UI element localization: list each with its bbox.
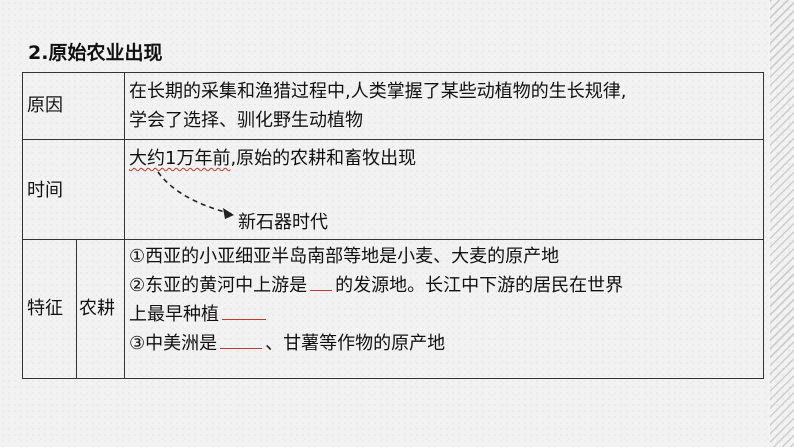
agriculture-table: 原因 在长期的采集和渔猎过程中,人类掌握了某些动植物的生长规律, 学会了选择、驯… <box>22 72 764 379</box>
blank-crop-2 <box>222 303 266 320</box>
item3-suffix: 、甘薯等作物的原产地 <box>265 333 446 354</box>
time-rest: ,原始的农耕和畜牧出现 <box>230 148 417 169</box>
row-divider <box>23 239 763 240</box>
decorative-stripe <box>770 0 794 447</box>
item2-prefix: ②东亚的黄河中上游是 <box>129 275 308 296</box>
blank-crop-3 <box>220 332 263 349</box>
column-divider <box>124 73 125 378</box>
feature-item-1: ①西亚的小亚细亚半岛南部等地是小麦、大麦的原产地 <box>129 246 560 267</box>
cause-header: 原因 <box>27 95 63 116</box>
time-header: 时间 <box>27 180 63 201</box>
item2-suffix: 的发源地。长江中下游的居民在世界 <box>335 275 624 296</box>
feature-item-2-line-2: 上最早种植 <box>129 301 266 328</box>
time-text: 大约1万年前,原始的农耕和畜牧出现 <box>129 145 416 172</box>
row-divider <box>23 139 763 140</box>
blank-crop-1 <box>310 274 333 291</box>
column-divider <box>76 239 77 378</box>
cause-line-2: 学会了选择、驯化野生动植物 <box>129 110 363 131</box>
feature-item-2: ②东亚的黄河中上游是 的发源地。长江中下游的居民在世界 <box>129 272 623 299</box>
features-header: 特征 <box>27 298 63 319</box>
feature-item-3: ③中美洲是 、甘薯等作物的原产地 <box>129 330 445 357</box>
cause-line-1: 在长期的采集和渔猎过程中,人类掌握了某些动植物的生长规律, <box>129 81 627 102</box>
time-underlined: 大约1万年前 <box>129 148 231 169</box>
section-heading: 2.原始农业出现 <box>28 42 163 64</box>
era-annotation: 新石器时代 <box>238 212 328 233</box>
item3-prefix: ③中美洲是 <box>129 333 218 354</box>
farming-subheader: 农耕 <box>79 298 115 319</box>
